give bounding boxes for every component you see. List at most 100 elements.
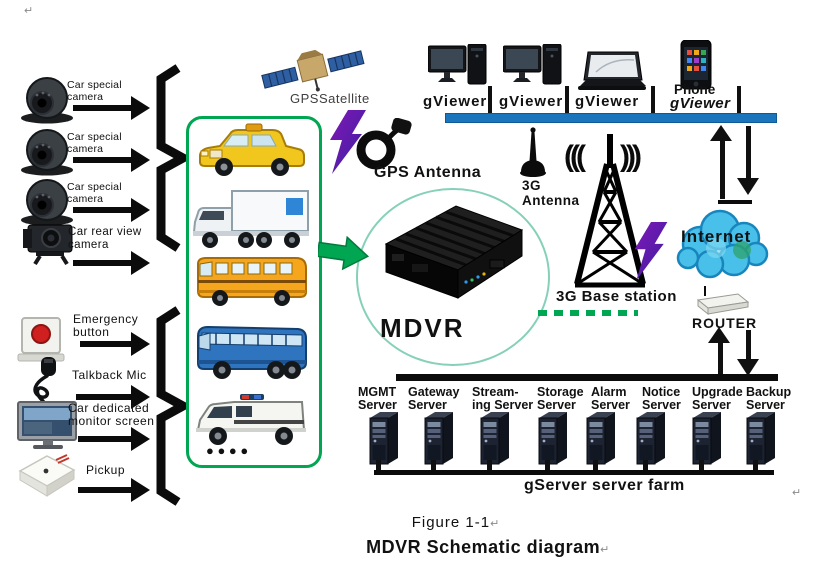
connector-line — [718, 200, 752, 204]
server-drop-line — [545, 460, 550, 472]
mdvr-label: MDVR — [380, 313, 465, 343]
server-tower-icon — [636, 412, 665, 465]
server-farm-bar — [374, 470, 774, 475]
flow-arrow — [73, 147, 150, 173]
lightning-bolt-icon — [330, 110, 366, 174]
server-label: Backup Server — [746, 385, 792, 413]
flow-arrow — [73, 250, 150, 276]
gps-satellite-icon — [261, 49, 365, 92]
gviewer-label: gViewer — [499, 93, 564, 110]
server-tower-icon — [424, 412, 453, 465]
down-arrow-shaft — [746, 126, 751, 179]
antenna-3g-icon — [520, 127, 546, 177]
radio-waves-right: ))) — [620, 140, 642, 173]
down-arrow — [737, 178, 759, 195]
figure-caption: Figure 1-1↵ — [256, 514, 656, 531]
server-label: Stream- ing Server — [472, 385, 534, 413]
flow-arrow — [76, 384, 150, 410]
laptop-icon — [578, 51, 646, 90]
server-label: Gateway Server — [408, 385, 460, 413]
server-label: Upgrade Server — [692, 385, 743, 413]
paragraph-mark: ↵ — [600, 544, 610, 556]
flow-arrow — [78, 426, 150, 452]
gps-satellite-label: GPSSatellite — [290, 91, 370, 106]
server-label: Storage Server — [537, 385, 584, 413]
school-bus-icon — [197, 257, 307, 306]
internet-label: Internet — [681, 227, 752, 246]
talkback-mic-icon — [33, 357, 56, 403]
server-label: MGMT Server — [358, 385, 397, 413]
cloud-router-line — [704, 286, 706, 296]
device-label: Car special camera — [67, 181, 122, 205]
base-station-tower-icon — [574, 134, 646, 288]
separator-tick — [737, 86, 741, 117]
server-tower-icon — [480, 412, 509, 465]
dome-camera-icon — [21, 77, 73, 124]
server-drop-line — [643, 460, 648, 472]
server-tower-icon — [538, 412, 567, 465]
box-truck-icon — [192, 190, 309, 248]
server-drop-line — [487, 460, 492, 472]
server-drop-line — [376, 460, 381, 472]
internet-cloud-icon — [676, 209, 769, 279]
phone-gviewer-label: gViewer — [670, 95, 731, 112]
device-label: Emergency button — [73, 312, 139, 340]
router-icon — [696, 293, 750, 316]
server-drop-line — [593, 460, 598, 472]
smartphone-icon — [680, 40, 712, 90]
up-arrow-shaft — [718, 342, 723, 375]
paragraph-mark: ↵ — [792, 487, 802, 499]
emergency-button-icon — [17, 317, 65, 362]
server-label: Notice Server — [642, 385, 681, 413]
up-arrow — [710, 125, 732, 141]
flow-arrow — [73, 95, 150, 121]
down-arrow-shaft — [746, 330, 751, 361]
server-farm-label: gServer server farm — [524, 477, 685, 494]
figure-caption-text: Figure 1-1 — [411, 514, 491, 531]
up-arrow — [708, 327, 730, 343]
desktop-computer-icon — [428, 44, 487, 85]
flow-arrow — [73, 197, 150, 223]
server-bus-bar — [396, 374, 778, 381]
gviewer-label: gViewer — [575, 93, 640, 110]
server-tower-icon — [586, 412, 615, 465]
server-label: Alarm Server — [591, 385, 630, 413]
vehicles-to-mdvr-arrow — [318, 235, 370, 271]
rear-view-camera-icon — [23, 224, 73, 266]
separator-tick — [651, 86, 655, 117]
dome-camera-icon — [21, 129, 73, 176]
separator-tick — [565, 86, 569, 117]
antenna-3g-label: 3G Antenna — [522, 178, 580, 209]
bracket-arrow — [156, 306, 190, 506]
flow-arrow — [80, 331, 150, 357]
mdvr-device-icon — [384, 205, 524, 299]
bracket-arrow — [156, 64, 190, 252]
lightning-bolt-icon — [634, 222, 668, 281]
device-label: Talkback Mic — [72, 368, 147, 382]
wireless-link-dashed-line — [538, 310, 638, 316]
gps-antenna-label: GPS Antenna — [374, 164, 482, 181]
radio-waves-left: ((( — [564, 140, 586, 173]
police-van-icon — [196, 394, 306, 445]
paragraph-mark: ↵ — [490, 518, 501, 530]
desktop-computer-icon — [503, 44, 562, 85]
server-drop-line — [699, 460, 704, 472]
server-drop-line — [753, 460, 758, 472]
dome-camera-icon — [21, 179, 73, 226]
gviewer-label: gViewer — [423, 93, 488, 110]
pickup-device-icon — [18, 454, 76, 497]
device-label: Car special camera — [67, 131, 122, 155]
viewer-network-bus — [445, 113, 777, 123]
device-label: Car rear view camera — [68, 226, 142, 251]
coach-bus-icon — [197, 325, 307, 379]
up-arrow-shaft — [720, 140, 725, 199]
device-label: Car dedicated monitor screen — [68, 401, 155, 429]
router-label: ROUTER — [692, 315, 758, 331]
flow-arrow — [78, 477, 150, 503]
taxi-icon — [199, 123, 305, 176]
device-label: Pickup — [86, 463, 126, 477]
paragraph-mark: ↵ — [24, 5, 34, 17]
device-label: Car special camera — [67, 79, 122, 103]
mdvr-ellipse — [356, 188, 550, 366]
